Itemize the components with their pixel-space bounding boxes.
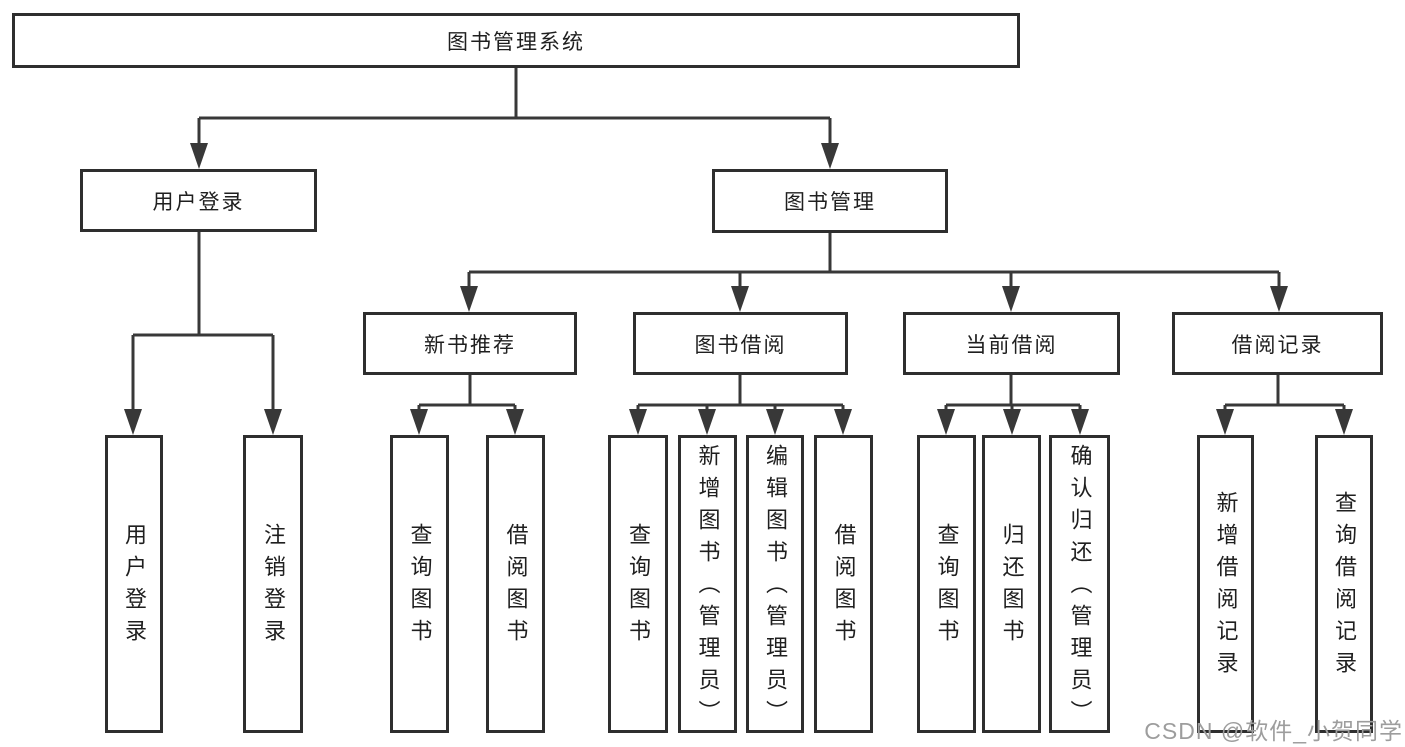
node-book-management: 图书管理 — [712, 169, 948, 233]
node-leaf-add-borrow-record: 新增借阅记录 — [1197, 435, 1254, 733]
watermark: CSDN @软件_小贺同学 — [1144, 718, 1403, 744]
node-borrowing-records: 借阅记录 — [1172, 312, 1383, 375]
arrowheads — [124, 143, 1353, 435]
node-new-book-recommendation: 新书推荐 — [363, 312, 577, 375]
node-root: 图书管理系统 — [12, 13, 1020, 68]
node-leaf-query-books-borrow: 查询图书 — [608, 435, 668, 733]
node-leaf-borrow-books: 借阅图书 — [814, 435, 873, 733]
node-current-borrowing: 当前借阅 — [903, 312, 1120, 375]
node-leaf-confirm-return-admin: 确认归还（管理员） — [1049, 435, 1110, 733]
node-leaf-borrow-books-recommend: 借阅图书 — [486, 435, 545, 733]
node-book-borrowing: 图书借阅 — [633, 312, 848, 375]
node-leaf-query-borrow-record: 查询借阅记录 — [1315, 435, 1373, 733]
node-leaf-return-books: 归还图书 — [982, 435, 1041, 733]
node-leaf-user-login: 用户登录 — [105, 435, 163, 733]
node-leaf-query-books-current: 查询图书 — [917, 435, 976, 733]
node-leaf-logout: 注销登录 — [243, 435, 303, 733]
node-leaf-add-books-admin: 新增图书（管理员） — [678, 435, 737, 733]
node-leaf-edit-books-admin: 编辑图书（管理员） — [746, 435, 804, 733]
node-user-login: 用户登录 — [80, 169, 317, 232]
node-leaf-query-books-recommend: 查询图书 — [390, 435, 449, 733]
